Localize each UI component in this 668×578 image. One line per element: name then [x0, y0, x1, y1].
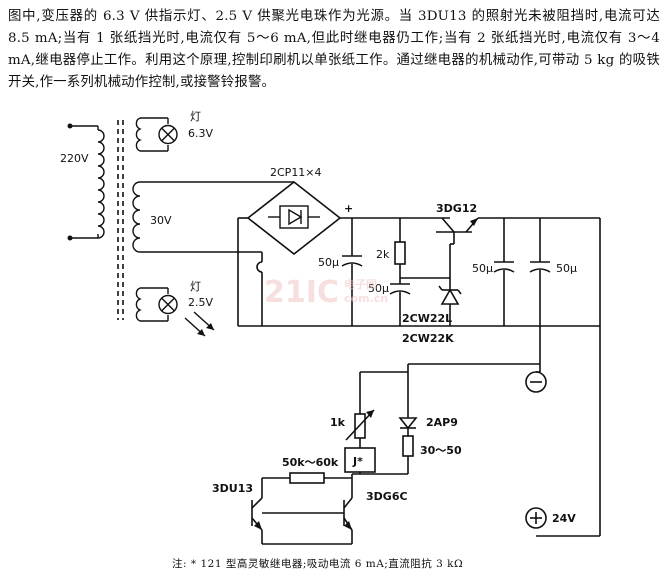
v24-label: 24V [552, 512, 576, 525]
c2-label: 50μ [368, 282, 389, 295]
capacitor-c3 [493, 218, 515, 326]
v220-label: 220V [60, 152, 89, 165]
secondary-30v-winding [132, 181, 141, 253]
plus-out-label: + [344, 202, 353, 215]
v63-label: 6.3V [188, 127, 213, 140]
bridge-label: 2CP11×4 [270, 166, 322, 179]
t-3dg12-label: 3DG12 [436, 202, 477, 215]
c1-label: 50μ [318, 256, 339, 269]
capacitor-c4 [529, 218, 551, 326]
r1k-label: 1k [330, 416, 346, 429]
description-text: 图中,变压器的 6.3 V 供指示灯、2.5 V 供聚光电珠作为光源。当 3DU… [8, 9, 660, 90]
watermark-logo: 21IC 电子网 com.cn [264, 275, 388, 310]
light-rays-icon [184, 311, 215, 337]
variable-resistor-1k [345, 372, 375, 448]
watermark-sub2: com.cn [344, 292, 388, 305]
c4-label: 50μ [556, 262, 577, 275]
c3-label: 50μ [472, 262, 493, 275]
terminal-220v-b [67, 235, 73, 241]
t-3du13-label: 3DU13 [212, 482, 253, 495]
d-2ap9-label: 2AP9 [426, 416, 458, 429]
v25-label: 2.5V [188, 296, 213, 309]
phototransistor-3du13 [251, 497, 263, 544]
capacitor-c1 [341, 218, 363, 326]
resistor-2k [394, 218, 406, 278]
r3050-label: 30～50 [420, 444, 462, 457]
light-bulb-icon [158, 294, 178, 315]
indicator-lamp-icon [158, 124, 178, 145]
lamp2-label: 灯 [190, 280, 201, 293]
secondary-2v5-winding [135, 287, 142, 322]
r2k-label: 2k [376, 248, 390, 261]
diode-2ap9 [398, 372, 418, 436]
footnote: 注: * 121 型高灵敏继电器;吸动电流 6 mA;直流阻抗 3 kΩ [172, 558, 464, 570]
zener-diode [438, 244, 462, 326]
resistor-30-50 [402, 435, 414, 474]
v30-label: 30V [150, 214, 172, 227]
transformer [67, 117, 294, 337]
resistor-50k-60k [262, 472, 352, 484]
lamp1-label: 灯 [190, 110, 201, 123]
relay-label: J* [352, 455, 363, 468]
plus-terminal-icon [525, 507, 547, 529]
secondary-6v3-winding [135, 117, 142, 152]
minus-terminal-icon [525, 371, 547, 393]
watermark-main: 21IC [264, 275, 339, 310]
r5060-label: 50k～60k [282, 456, 339, 469]
transistor-3dg12 [436, 217, 600, 245]
watermark-sub1: 电子网 [344, 277, 377, 291]
z2-label: 2CW22K [402, 332, 454, 345]
transistor-3dg6c [262, 497, 353, 544]
primary-winding [97, 129, 105, 239]
terminal-220v-a [67, 123, 73, 129]
z1-label: 2CW22L [402, 312, 452, 325]
bridge-rectifier [246, 180, 342, 256]
capacitor-c2 [389, 278, 411, 326]
t-3dg6c-label: 3DG6C [366, 490, 408, 503]
diode-icon [288, 208, 303, 226]
